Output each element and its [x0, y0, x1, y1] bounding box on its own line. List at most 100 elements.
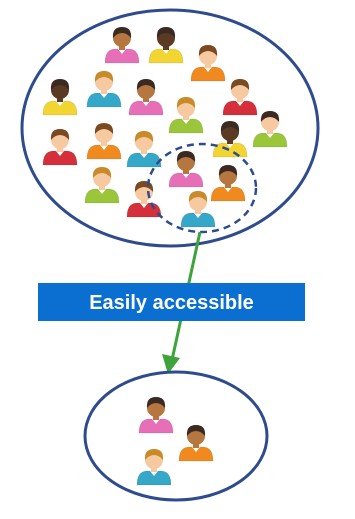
- person-hair: [156, 27, 176, 38]
- person-neck: [143, 97, 149, 102]
- person-icon: [126, 131, 162, 168]
- person-icon: [86, 71, 122, 108]
- person-icon: [252, 111, 288, 148]
- person-hair: [92, 167, 112, 178]
- person-neck: [183, 115, 189, 120]
- easily-accessible-banner: [38, 283, 305, 321]
- person-icon: [222, 79, 258, 116]
- person-icon: [104, 27, 140, 64]
- person-shirt: [210, 186, 246, 202]
- person-collar: [224, 187, 232, 192]
- person-collar: [152, 419, 160, 424]
- person-shirt: [178, 446, 214, 462]
- person-collar: [236, 101, 244, 106]
- person-hair: [220, 121, 240, 132]
- person-icon: [168, 97, 204, 134]
- arrow-head: [162, 354, 180, 374]
- person-collar: [226, 143, 234, 148]
- person-neck: [227, 139, 233, 144]
- person-shirt: [104, 48, 140, 64]
- person-shirt: [86, 92, 122, 108]
- person-collar: [182, 119, 190, 124]
- person-hair: [50, 79, 70, 90]
- person-neck: [183, 169, 189, 174]
- person-hair: [198, 45, 218, 56]
- person-collar: [100, 93, 108, 98]
- person-shirt: [138, 418, 174, 434]
- person-hair: [260, 111, 280, 122]
- person-hair: [112, 27, 132, 38]
- person-collar: [118, 49, 126, 54]
- person-collar: [162, 49, 170, 54]
- person-collar: [100, 145, 108, 150]
- person-shirt: [126, 152, 162, 168]
- person-collar: [142, 101, 150, 106]
- person-neck: [119, 45, 125, 50]
- person-hair: [50, 129, 70, 140]
- person-neck: [99, 185, 105, 190]
- person-icon: [138, 397, 174, 434]
- person-shirt: [84, 188, 120, 204]
- person-collar: [266, 133, 274, 138]
- person-shirt: [128, 100, 164, 116]
- person-shirt: [136, 470, 172, 486]
- person-collar: [140, 153, 148, 158]
- person-collar: [150, 471, 158, 476]
- person-icon: [168, 151, 204, 188]
- person-collar: [56, 101, 64, 106]
- population-people-group: [42, 27, 288, 228]
- person-neck: [195, 209, 201, 214]
- person-icon: [210, 165, 246, 202]
- person-icon: [178, 425, 214, 462]
- person-hair: [230, 79, 250, 90]
- person-shirt: [42, 100, 78, 116]
- person-hair: [186, 425, 206, 436]
- person-collar: [204, 67, 212, 72]
- sample-circle: [83, 370, 269, 502]
- person-shirt: [86, 144, 122, 160]
- person-hair: [188, 191, 208, 202]
- person-shirt: [212, 142, 248, 158]
- person-hair: [94, 123, 114, 134]
- person-collar: [140, 203, 148, 208]
- person-shirt: [222, 100, 258, 116]
- person-hair: [146, 397, 166, 408]
- person-neck: [57, 147, 63, 152]
- person-collar: [98, 189, 106, 194]
- person-neck: [225, 183, 231, 188]
- accessible-subset-dashed-circle: [146, 142, 258, 234]
- person-neck: [101, 89, 107, 94]
- person-neck: [163, 45, 169, 50]
- person-neck: [267, 129, 273, 134]
- person-shirt: [42, 150, 78, 166]
- person-collar: [192, 447, 200, 452]
- person-hair: [218, 165, 238, 176]
- person-hair: [176, 151, 196, 162]
- sample-people-group: [136, 397, 214, 486]
- person-neck: [205, 63, 211, 68]
- person-neck: [57, 97, 63, 102]
- person-neck: [141, 149, 147, 154]
- person-icon: [180, 191, 216, 228]
- person-icon: [42, 79, 78, 116]
- person-icon: [128, 79, 164, 116]
- person-neck: [193, 443, 199, 448]
- person-neck: [237, 97, 243, 102]
- person-icon: [84, 167, 120, 204]
- person-shirt: [252, 132, 288, 148]
- person-icon: [136, 449, 172, 486]
- person-shirt: [148, 48, 184, 64]
- person-hair: [136, 79, 156, 90]
- person-neck: [141, 199, 147, 204]
- person-icon: [148, 27, 184, 64]
- person-hair: [144, 449, 164, 460]
- person-icon: [86, 123, 122, 160]
- person-neck: [153, 415, 159, 420]
- person-icon: [42, 129, 78, 166]
- person-collar: [194, 213, 202, 218]
- person-neck: [101, 141, 107, 146]
- person-shirt: [180, 212, 216, 228]
- person-shirt: [168, 172, 204, 188]
- person-hair: [134, 131, 154, 142]
